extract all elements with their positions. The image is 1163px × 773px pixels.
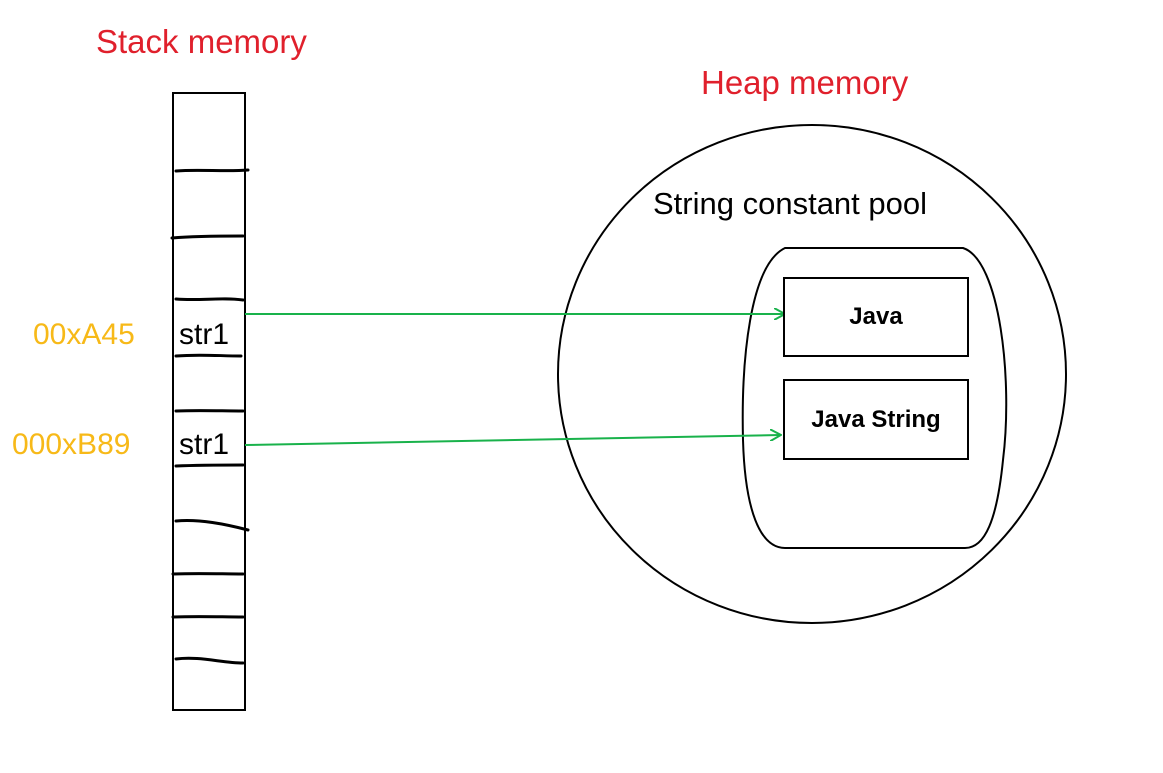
stack-divider bbox=[174, 656, 245, 665]
stack-divider bbox=[174, 168, 250, 173]
stack-column bbox=[172, 92, 246, 711]
slot-variable: str1 bbox=[179, 428, 230, 461]
reference-arrow bbox=[244, 435, 780, 446]
slot-variable: str1 bbox=[179, 318, 230, 351]
stack-divider bbox=[174, 353, 243, 358]
stack-divider bbox=[174, 519, 250, 532]
pool-title: String constant pool bbox=[653, 186, 928, 221]
heap-circle bbox=[557, 124, 1067, 624]
stack-divider bbox=[174, 297, 245, 302]
stack-dividers bbox=[170, 168, 250, 665]
stack-divider bbox=[170, 234, 245, 240]
slot-address: 000xB89 bbox=[12, 428, 131, 461]
heap-title: Heap memory bbox=[701, 64, 909, 101]
stack-divider bbox=[174, 463, 245, 468]
string-object: Java bbox=[783, 277, 969, 357]
string-pool-region bbox=[741, 247, 1008, 549]
string-object: Java String bbox=[783, 379, 969, 460]
stack-title: Stack memory bbox=[96, 23, 307, 60]
slot-address: 00xA45 bbox=[33, 318, 135, 351]
